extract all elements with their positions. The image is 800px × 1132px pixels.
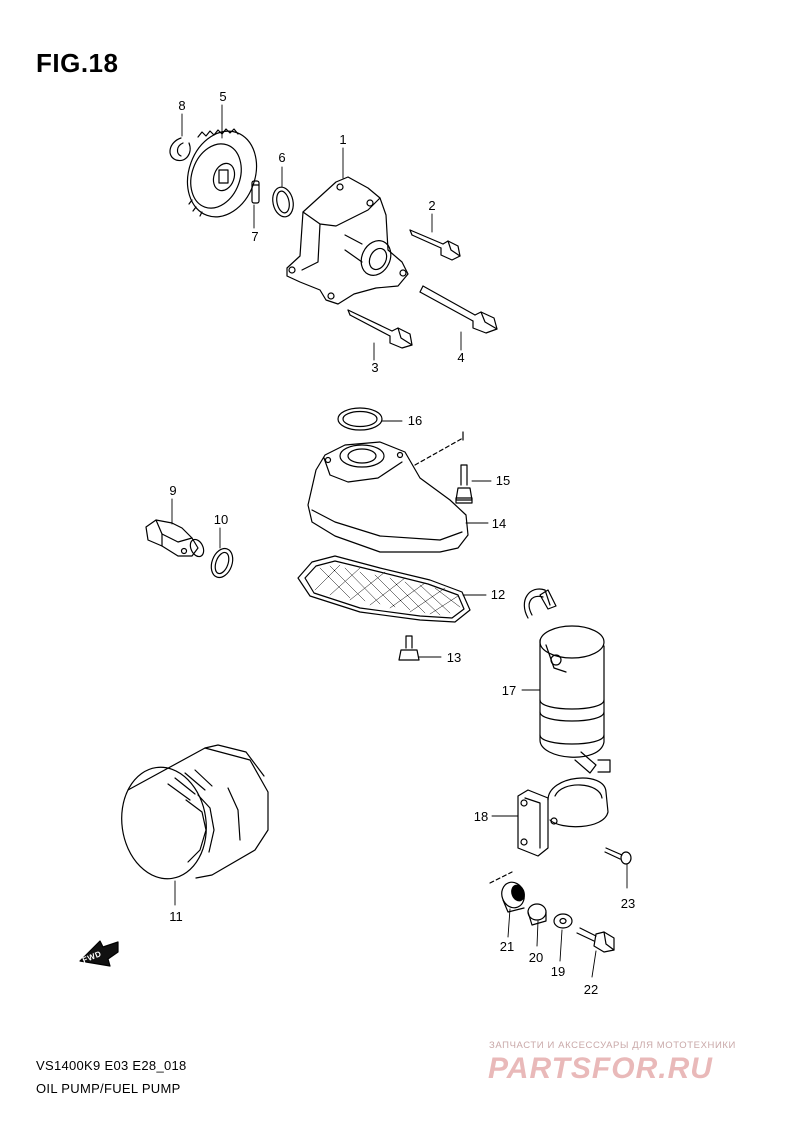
callout-10: 10 (213, 512, 229, 527)
reference-line-15 (414, 437, 464, 466)
part-19-washer (553, 913, 573, 929)
part-8-circlip (169, 137, 191, 162)
part-2-bolt (409, 229, 461, 261)
callout-5: 5 (219, 89, 227, 104)
callout-16: 16 (407, 413, 423, 428)
part-13-bolt (398, 635, 420, 661)
part-21-grommet (501, 881, 525, 913)
part-12-oil-strainer (297, 555, 471, 623)
model-code: VS1400K9 E03 E28_018 (36, 1058, 187, 1073)
callout-23: 23 (620, 896, 636, 911)
fwd-arrow-icon (79, 940, 119, 967)
watermark-tagline: ЗАПЧАСТИ И АКСЕССУАРЫ ДЛЯ МОТОТЕХНИКИ (489, 1040, 736, 1051)
figure-caption: OIL PUMP/FUEL PUMP (36, 1081, 181, 1096)
callout-1: 1 (339, 132, 347, 147)
part-10-o-ring (210, 547, 234, 579)
part-14-oil-cover (307, 441, 469, 553)
part-4-bolt (419, 285, 498, 334)
callout-19: 19 (550, 964, 566, 979)
callout-22: 22 (583, 982, 599, 997)
part-3-bolt (347, 309, 413, 349)
callout-3: 3 (371, 360, 379, 375)
callout-14: 14 (491, 516, 507, 531)
figure-title: FIG.18 (36, 48, 119, 78)
callout-13: 13 (446, 650, 462, 665)
part-15-bolt (455, 464, 473, 504)
part-17-fuel-pump (523, 588, 611, 774)
part-23-screw (604, 847, 632, 865)
callout-7: 7 (251, 229, 259, 244)
callout-15: 15 (495, 473, 511, 488)
callout-8: 8 (178, 98, 186, 113)
part-9-fitting (145, 519, 205, 558)
callout-9: 9 (169, 483, 177, 498)
part-6-o-ring (272, 186, 294, 218)
callout-2: 2 (428, 198, 436, 213)
part-18-bracket (517, 777, 609, 857)
part-11-oil-filter (121, 744, 269, 880)
callout-17: 17 (501, 683, 517, 698)
part-5-gear (186, 128, 258, 218)
part-7-pin (251, 180, 260, 204)
callout-6: 6 (278, 150, 286, 165)
part-22-bolt (576, 927, 615, 953)
leader-lines (171, 104, 628, 978)
callout-4: 4 (457, 350, 465, 365)
callout-18: 18 (473, 809, 489, 824)
part-1-oil-pump (286, 176, 409, 305)
callout-12: 12 (490, 587, 506, 602)
watermark-logo: PARTSFOR.RU (488, 1052, 713, 1085)
callout-11: 11 (169, 909, 183, 924)
part-20-collar (527, 903, 547, 926)
callout-20: 20 (528, 950, 544, 965)
part-16-o-ring (337, 407, 383, 431)
reference-line-21 (489, 871, 513, 884)
callout-21: 21 (499, 939, 515, 954)
